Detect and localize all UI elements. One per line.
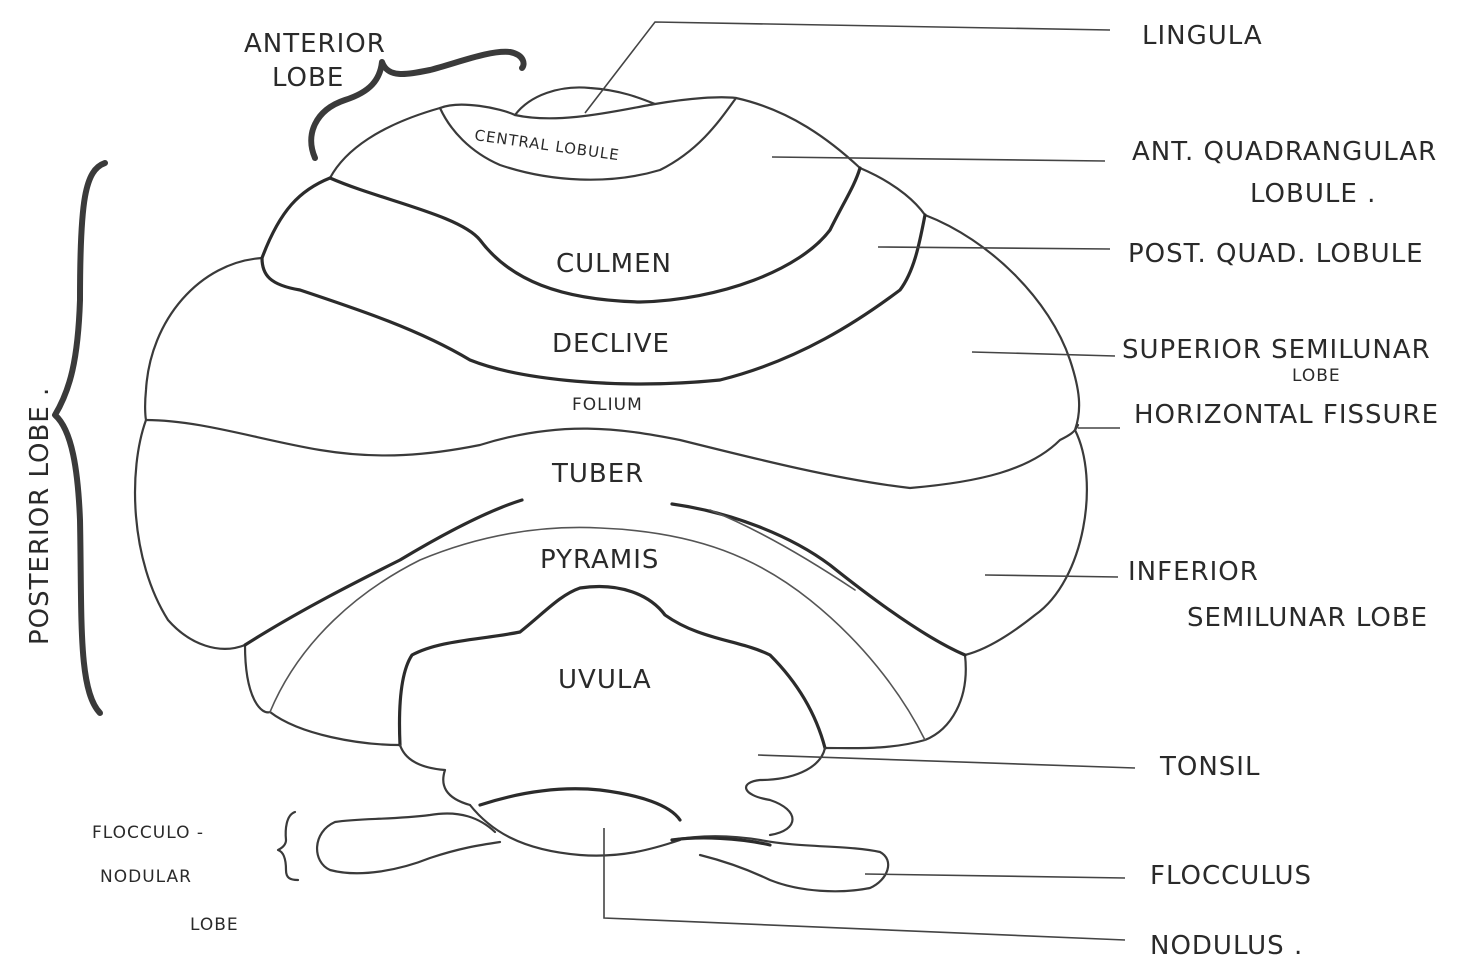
label-declive: DECLIVE: [552, 329, 670, 359]
label-anterior-lobe-line1: ANTERIOR: [244, 29, 386, 59]
nodulus-shape: [480, 789, 680, 820]
label-central-lobule: CENTRAL LOBULE: [473, 126, 620, 164]
leader-lingula: [585, 22, 1110, 113]
uvula-lower-left: [400, 745, 470, 805]
label-anterior-lobe-line2: LOBE: [272, 63, 344, 93]
uvula-lower-right: [746, 748, 825, 835]
label-lingula: LINGULA: [1142, 21, 1263, 51]
label-superior-semilunar-line2: LOBE: [1292, 366, 1341, 386]
lingula-shape: [515, 87, 655, 115]
tuber-lower-left: [245, 500, 522, 645]
label-ant-quadrangular-line2: LOBULE .: [1250, 179, 1376, 209]
leader-post-quad: [878, 247, 1110, 249]
flocculus-right-shape: [672, 836, 888, 891]
label-superior-semilunar-line1: SUPERIOR SEMILUNAR: [1122, 335, 1431, 365]
label-flocculonodular-line2: NODULAR: [100, 867, 192, 887]
tuber-lower-right: [672, 504, 965, 655]
leader-flocculus: [865, 874, 1125, 878]
culmen-top-boundary: [262, 178, 330, 258]
label-post-quad-lobule: POST. QUAD. LOBULE: [1128, 239, 1424, 269]
label-flocculus: FLOCCULUS: [1150, 861, 1312, 891]
culmen-upper-line: [330, 168, 860, 302]
flocculus-left-shape: [317, 814, 500, 874]
pyramis-inner-right: [710, 510, 855, 590]
anterior-lobe-top: [330, 108, 440, 178]
label-folium: FOLIUM: [572, 395, 643, 415]
leader-tonsil: [758, 755, 1135, 768]
label-culmen: CULMEN: [556, 249, 672, 279]
label-flocculonodular-line1: FLOCCULO -: [92, 823, 204, 843]
label-nodulus: NODULUS .: [1150, 931, 1303, 961]
leader-sup-semilunar: [972, 352, 1115, 356]
leader-inf-semilunar: [985, 575, 1118, 577]
leader-nodulus: [604, 828, 1125, 940]
flocculonodular-brace[interactable]: [278, 812, 298, 880]
label-tuber: TUBER: [551, 459, 644, 489]
label-uvula: UVULA: [558, 665, 652, 695]
label-ant-quadrangular-line1: ANT. QUADRANGULAR: [1132, 137, 1437, 167]
label-pyramis: PYRAMIS: [540, 545, 659, 575]
nodulus-bottom: [470, 805, 680, 856]
label-tonsil: TONSIL: [1159, 752, 1260, 782]
leader-ant-quad: [772, 157, 1105, 161]
label-posterior-lobe: POSTERIOR LOBE .: [25, 387, 55, 645]
label-horizontal-fissure: HORIZONTAL FISSURE: [1134, 400, 1439, 430]
cerebellum-outline-right: [825, 168, 1087, 748]
cerebellum-outline: [135, 258, 400, 745]
label-inferior-semilunar-line1: INFERIOR: [1128, 557, 1259, 587]
label-flocculonodular-line3: LOBE: [190, 915, 239, 935]
label-inferior-semilunar-line2: SEMILUNAR LOBE: [1187, 603, 1428, 633]
posterior-lobe-brace[interactable]: [55, 163, 105, 713]
